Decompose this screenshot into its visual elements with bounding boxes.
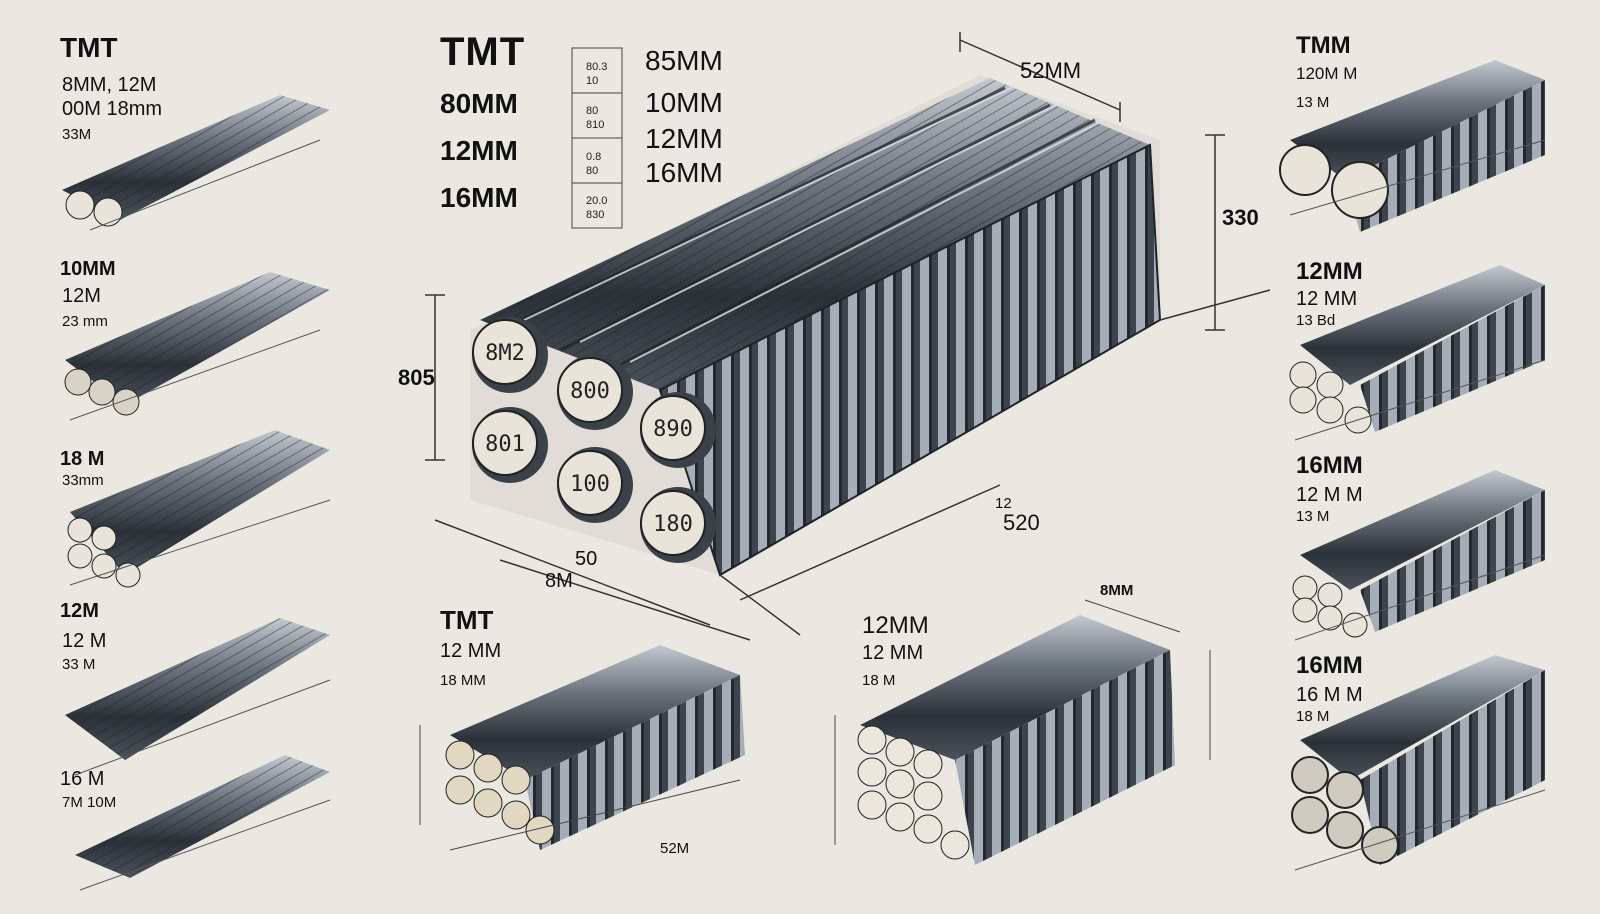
left-bundle-2 bbox=[64, 272, 330, 421]
left-bundle-3 bbox=[67, 430, 331, 588]
dim-right: 330 bbox=[1222, 205, 1259, 230]
right-2-line1: 12 MM bbox=[1296, 288, 1358, 310]
right-bundle-4 bbox=[1291, 655, 1546, 871]
main-size-left-3: 16MM bbox=[440, 182, 518, 213]
bottom-mid-title: 12MM bbox=[862, 612, 929, 639]
bottom-left-bundle bbox=[419, 645, 745, 851]
left-1-line3: 33M bbox=[62, 126, 92, 143]
main-size-right-1: 85MM bbox=[645, 45, 723, 76]
rod-label-3: 890 bbox=[653, 417, 693, 442]
main-bundle-side bbox=[660, 145, 1160, 575]
right-bundle-2 bbox=[1289, 265, 1546, 441]
main-size-left-2: 12MM bbox=[440, 135, 518, 166]
main-title: TMT bbox=[440, 30, 526, 74]
dim-front-small: 12 bbox=[995, 495, 1012, 512]
left-5-title: 16 M bbox=[60, 768, 105, 790]
right-4-title: 16MM bbox=[1296, 652, 1363, 679]
left-5-line1: 7M 10M bbox=[62, 794, 117, 811]
right-4-line1: 16 M M bbox=[1296, 684, 1363, 706]
spec-table bbox=[571, 47, 623, 229]
right-bundle-3 bbox=[1292, 470, 1546, 641]
bottom-mid-dim: 8MM bbox=[1100, 582, 1134, 599]
table-cell: 0.8 bbox=[586, 151, 601, 163]
left-2-title: 10MM bbox=[60, 258, 116, 280]
table-cell: 830 bbox=[586, 209, 604, 221]
table-cell: 80.3 bbox=[586, 61, 607, 73]
left-3-title: 18 M bbox=[60, 448, 105, 470]
main-size-right-4: 16MM bbox=[645, 157, 723, 188]
rod-label-2: 800 bbox=[570, 379, 610, 404]
rod-label-4: 801 bbox=[485, 432, 525, 457]
bottom-left-line2: 18 MM bbox=[440, 672, 486, 689]
bottom-left-dim: 52M bbox=[660, 840, 690, 857]
table-cell: 20.0 bbox=[586, 195, 607, 207]
left-2-line1: 12M bbox=[62, 285, 101, 307]
right-3-line2: 13 M bbox=[1296, 508, 1330, 525]
main-size-left-1: 80MM bbox=[440, 88, 518, 119]
dim-left: 805 bbox=[398, 365, 435, 390]
right-bundle-1 bbox=[1279, 60, 1546, 232]
main-bundle bbox=[425, 32, 1271, 641]
bottom-mid-line2: 18 M bbox=[862, 672, 896, 689]
left-bundle-4 bbox=[65, 618, 331, 776]
bottom-left-line1: 12 MM bbox=[440, 640, 502, 662]
left-3-line1: 33mm bbox=[62, 472, 104, 489]
bottom-mid-line1: 12 MM bbox=[862, 642, 924, 664]
bottom-left-title: TMT bbox=[440, 605, 494, 635]
table-cell: 10 bbox=[586, 75, 598, 87]
rod-label-6: 180 bbox=[653, 512, 693, 537]
right-4-line2: 18 M bbox=[1296, 708, 1330, 725]
left-bundle-5 bbox=[75, 755, 331, 891]
right-3-line1: 12 M M bbox=[1296, 484, 1363, 506]
dim-top: 52MM bbox=[1020, 58, 1082, 83]
right-2-title: 12MM bbox=[1296, 258, 1363, 285]
left-bundle-1 bbox=[62, 95, 330, 231]
right-3-title: 16MM bbox=[1296, 452, 1363, 479]
main-size-right-3: 12MM bbox=[645, 123, 723, 154]
right-2-line2: 13 Bd bbox=[1296, 312, 1336, 329]
bottom-mid-bundle bbox=[834, 599, 1211, 865]
left-2-line2: 23 mm bbox=[62, 313, 108, 330]
rod-label-5: 100 bbox=[570, 472, 610, 497]
left-1-line2: 00M 18mm bbox=[62, 98, 163, 120]
left-4-title: 12M bbox=[60, 600, 99, 622]
table-cell: 810 bbox=[586, 119, 604, 131]
right-1-line2: 13 M bbox=[1296, 94, 1330, 111]
dim-bottom-2: 8M bbox=[545, 570, 573, 592]
table-cell: 80 bbox=[586, 165, 598, 177]
left-1-title: TMT bbox=[60, 32, 118, 63]
main-rod-ends bbox=[472, 317, 716, 563]
right-1-line1: 120M M bbox=[1296, 64, 1358, 83]
right-1-title: TMM bbox=[1296, 32, 1351, 59]
dim-front: 520 bbox=[1003, 510, 1040, 535]
table-cell: 80 bbox=[586, 105, 598, 117]
rod-label-1: 8M2 bbox=[485, 341, 525, 366]
left-4-line2: 33 M bbox=[62, 656, 96, 673]
left-4-line1: 12 M bbox=[62, 630, 107, 652]
main-size-right-2: 10MM bbox=[645, 87, 723, 118]
left-1-line1: 8MM, 12M bbox=[62, 74, 157, 96]
dim-bottom-1: 50 bbox=[575, 548, 598, 570]
